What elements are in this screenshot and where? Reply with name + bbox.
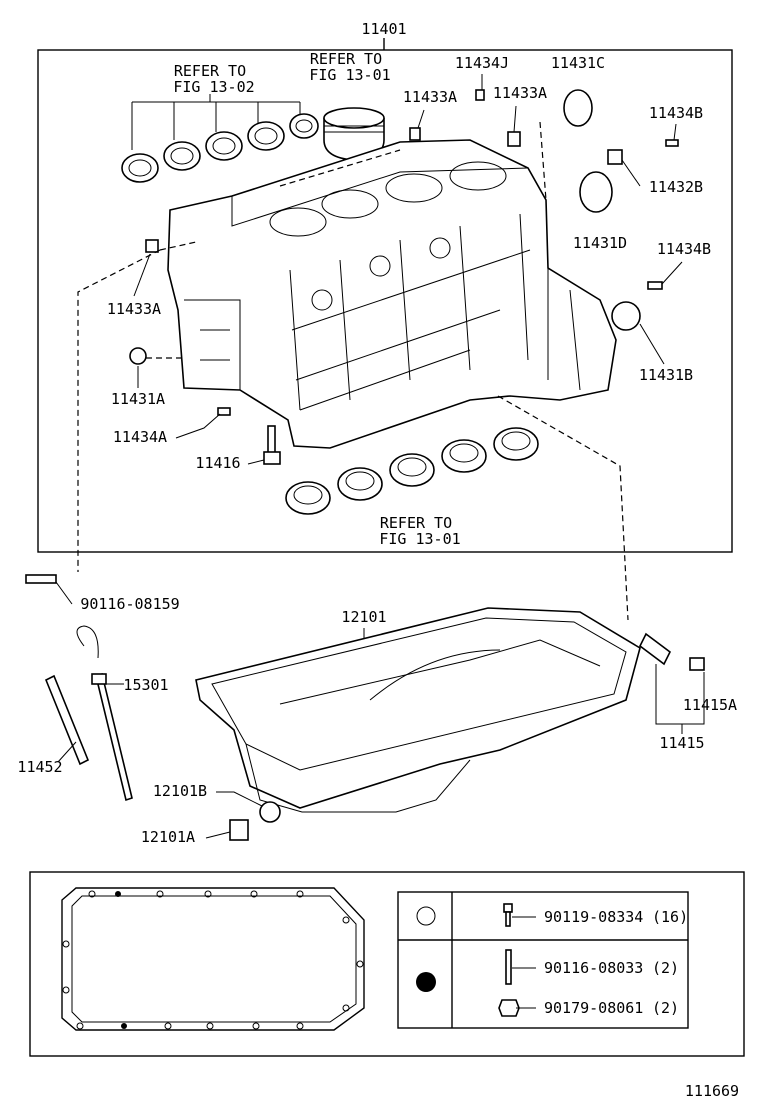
plug-11433A-a — [409, 127, 421, 141]
leader-11434B-top — [673, 123, 677, 141]
dashed-leader-drain — [497, 395, 629, 621]
plug-11431A — [129, 347, 147, 365]
label-11434B-mid: 11434B — [657, 240, 711, 258]
leader-11416 — [247, 459, 265, 465]
bolt-icon — [503, 903, 513, 927]
pin-11434B-mid — [647, 281, 663, 290]
leader-11433A-a — [417, 109, 425, 129]
pin-11434A — [217, 407, 231, 416]
label-12101: 12101 — [341, 608, 386, 626]
label-11415A: 11415A — [683, 696, 737, 714]
assembly-label: 11401 — [361, 20, 406, 38]
plug-12101A — [229, 819, 249, 841]
plug-11431B — [611, 301, 641, 331]
legend-qty-2: (2) — [652, 959, 679, 977]
refer-label-bearings-2: FIG 13-01 — [379, 530, 460, 548]
oil-pan-illustration — [195, 607, 641, 813]
label-11434B-top: 11434B — [649, 104, 703, 122]
leader-11433A-left — [133, 253, 151, 297]
label-12101A: 12101A — [141, 828, 195, 846]
bolt-11416 — [263, 425, 281, 465]
pin-11434B-top — [665, 139, 679, 147]
leader-11433A-b — [513, 105, 517, 133]
dashed-leader-3 — [159, 241, 197, 251]
dipstick-15301 — [76, 625, 133, 802]
legend-part-1: 90119-08334 — [544, 908, 643, 926]
plug-11431C — [563, 89, 593, 127]
stud-icon — [505, 949, 512, 985]
gasket-legend-box — [29, 871, 745, 1057]
pin-11434J — [475, 89, 485, 101]
piston-illustration — [323, 107, 385, 161]
cylinder-block-frame — [37, 49, 733, 553]
label-11431D: 11431D — [573, 234, 627, 252]
gasket-bolt-holes — [62, 890, 364, 1030]
refer-label-bearings-1: REFER TO — [380, 514, 452, 532]
plug-11433A-b — [507, 131, 521, 147]
leader-12101A — [205, 831, 231, 839]
label-11433A-b: 11433A — [493, 84, 547, 102]
main-bearing-shells-lower — [285, 427, 539, 515]
label-12101B: 12101B — [153, 782, 207, 800]
label-11433A-a: 11433A — [403, 88, 457, 106]
refer-label-piston-1: REFER TO — [310, 50, 382, 68]
label-15301: 15301 — [123, 676, 168, 694]
bearing-bracket-top — [131, 101, 301, 150]
leader-11431B — [639, 323, 665, 365]
leader-11434A — [175, 413, 221, 439]
leader-90116-08159 — [55, 581, 73, 605]
legend-part-3: 90179-08061 — [544, 999, 643, 1017]
oil-pan-gasket-outline — [61, 887, 365, 1031]
label-11432B: 11432B — [649, 178, 703, 196]
label-11415: 11415 — [659, 734, 704, 752]
label-90116-08159: 90116-08159 — [80, 595, 179, 613]
plug-11431D — [579, 171, 613, 213]
nut-icon — [498, 999, 520, 1017]
label-11452: 11452 — [17, 758, 62, 776]
label-11431B: 11431B — [639, 366, 693, 384]
label-11433A-left: 11433A — [107, 300, 161, 318]
refer-label-piston-2: FIG 13-01 — [309, 66, 390, 84]
filled-circle-icon — [416, 972, 436, 992]
stud-90116-08159 — [25, 574, 57, 584]
label-11431A: 11431A — [111, 390, 165, 408]
open-circle-icon — [416, 906, 436, 926]
fastener-legend-table: 90119-08334 (16) 90116-08033 (2) 90179-0… — [397, 891, 689, 1029]
label-11434J: 11434J — [455, 54, 509, 72]
label-11434A: 11434A — [113, 428, 167, 446]
gasket-12101B — [259, 801, 281, 823]
label-11431C: 11431C — [551, 54, 605, 72]
legend-qty-3: (2) — [652, 999, 679, 1017]
leader-11452 — [57, 741, 77, 763]
legend-qty-1: (16) — [652, 908, 688, 926]
refer-label-main-2: FIG 13-02 — [173, 78, 254, 96]
leader-11432B — [621, 159, 641, 187]
plug-11433A-left — [145, 239, 159, 253]
dipstick-guide-11452 — [44, 674, 90, 766]
oil-pressure-switch-11415 — [638, 632, 705, 671]
plug-11432B — [607, 149, 623, 165]
legend-part-2: 90116-08033 — [544, 959, 643, 977]
leader-11434B-mid — [661, 261, 683, 285]
main-bearing-shells-upper — [121, 113, 319, 183]
label-11416: 11416 — [195, 454, 240, 472]
leader-11415 — [655, 664, 705, 725]
dashed-leader-2 — [539, 121, 547, 201]
figure-number: 111669 — [685, 1082, 739, 1100]
cylinder-block-illustration — [167, 139, 617, 449]
leader-12101B — [216, 791, 263, 807]
dashed-leader-stud — [77, 249, 161, 572]
dashed-leader-1 — [279, 149, 401, 187]
refer-label-main-1: REFER TO — [174, 62, 246, 80]
